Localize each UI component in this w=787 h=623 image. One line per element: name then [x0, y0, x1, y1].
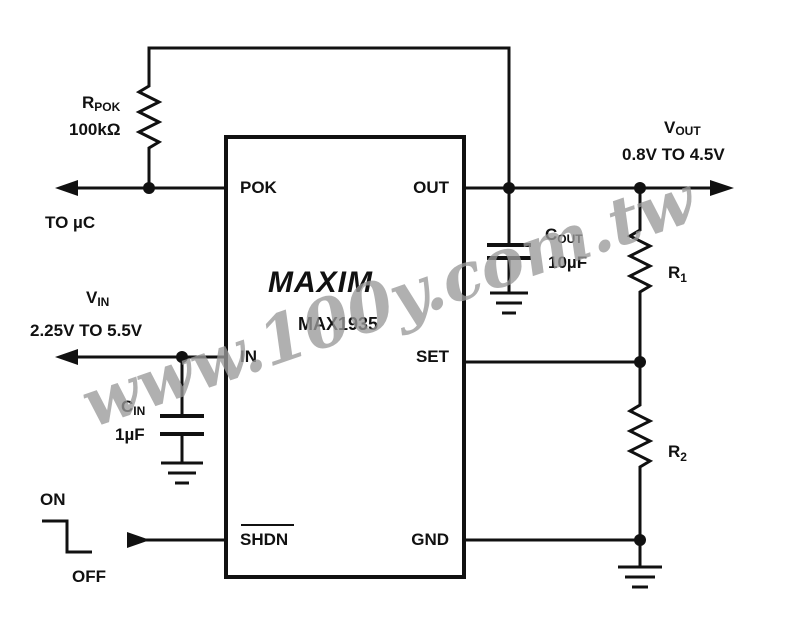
main-ground-icon [618, 565, 662, 589]
cin-ground-icon [161, 461, 203, 485]
r1-label-main: R [668, 263, 680, 282]
r1-resistor [626, 188, 654, 362]
pin-set-label: SET [416, 347, 450, 366]
pin-gnd-label: GND [411, 530, 449, 549]
r2-resistor [626, 362, 654, 540]
rpok-label-main: R [82, 93, 94, 112]
pok-pullup-wire [147, 46, 511, 188]
pin-shdn-label: SHDN [240, 530, 288, 549]
pin-pok-label: POK [240, 178, 278, 197]
cin-label-main: C [121, 397, 133, 416]
pin-in-label: IN [240, 347, 257, 366]
cout-value: 10µF [548, 253, 587, 272]
vout-arrow-icon [710, 180, 734, 196]
shdn-arrow-icon [127, 532, 150, 548]
vin-range: 2.25V TO 5.5V [30, 321, 143, 340]
pok-arrow-icon [55, 180, 78, 196]
off-label: OFF [72, 567, 106, 586]
rpok-label-sub: POK [94, 100, 120, 114]
vin-label-sub: IN [97, 295, 109, 309]
vin-label-main: V [86, 288, 98, 307]
r2-label-main: R [668, 442, 680, 461]
vout-label: VOUT [664, 118, 701, 138]
vin-arrow-icon [55, 349, 78, 365]
r2-label-sub: 2 [680, 450, 687, 464]
rpok-value: 100kΩ [69, 120, 120, 139]
r2-label: R2 [668, 442, 687, 464]
pin-out-label: OUT [413, 178, 450, 197]
pok-node [143, 182, 155, 194]
r1-label-sub: 1 [680, 271, 687, 285]
rpok-resistor [135, 76, 163, 188]
vout-label-sub: OUT [675, 124, 701, 138]
cin-value: 1µF [115, 425, 145, 444]
rpok-label: RPOK [82, 93, 121, 114]
cout-label-sub: OUT [557, 232, 583, 246]
cout-label-main: C [545, 225, 557, 244]
vout-range: 0.8V TO 4.5V [622, 145, 725, 164]
cout-ground-icon [490, 291, 528, 315]
on-off-waveform-icon [42, 519, 92, 554]
to-uc-label: TO µC [45, 213, 95, 232]
part-number: MAX1935 [298, 314, 378, 334]
brand-logo: MAXIM [268, 266, 373, 299]
vin-label: VIN [86, 288, 109, 309]
vout-label-main: V [664, 118, 676, 137]
cin-label: CIN [121, 397, 145, 418]
ic-body [224, 135, 466, 579]
on-label: ON [40, 490, 66, 509]
cout-label: COUT [545, 225, 583, 246]
cin-label-sub: IN [133, 404, 145, 418]
r1-label: R1 [668, 263, 687, 285]
